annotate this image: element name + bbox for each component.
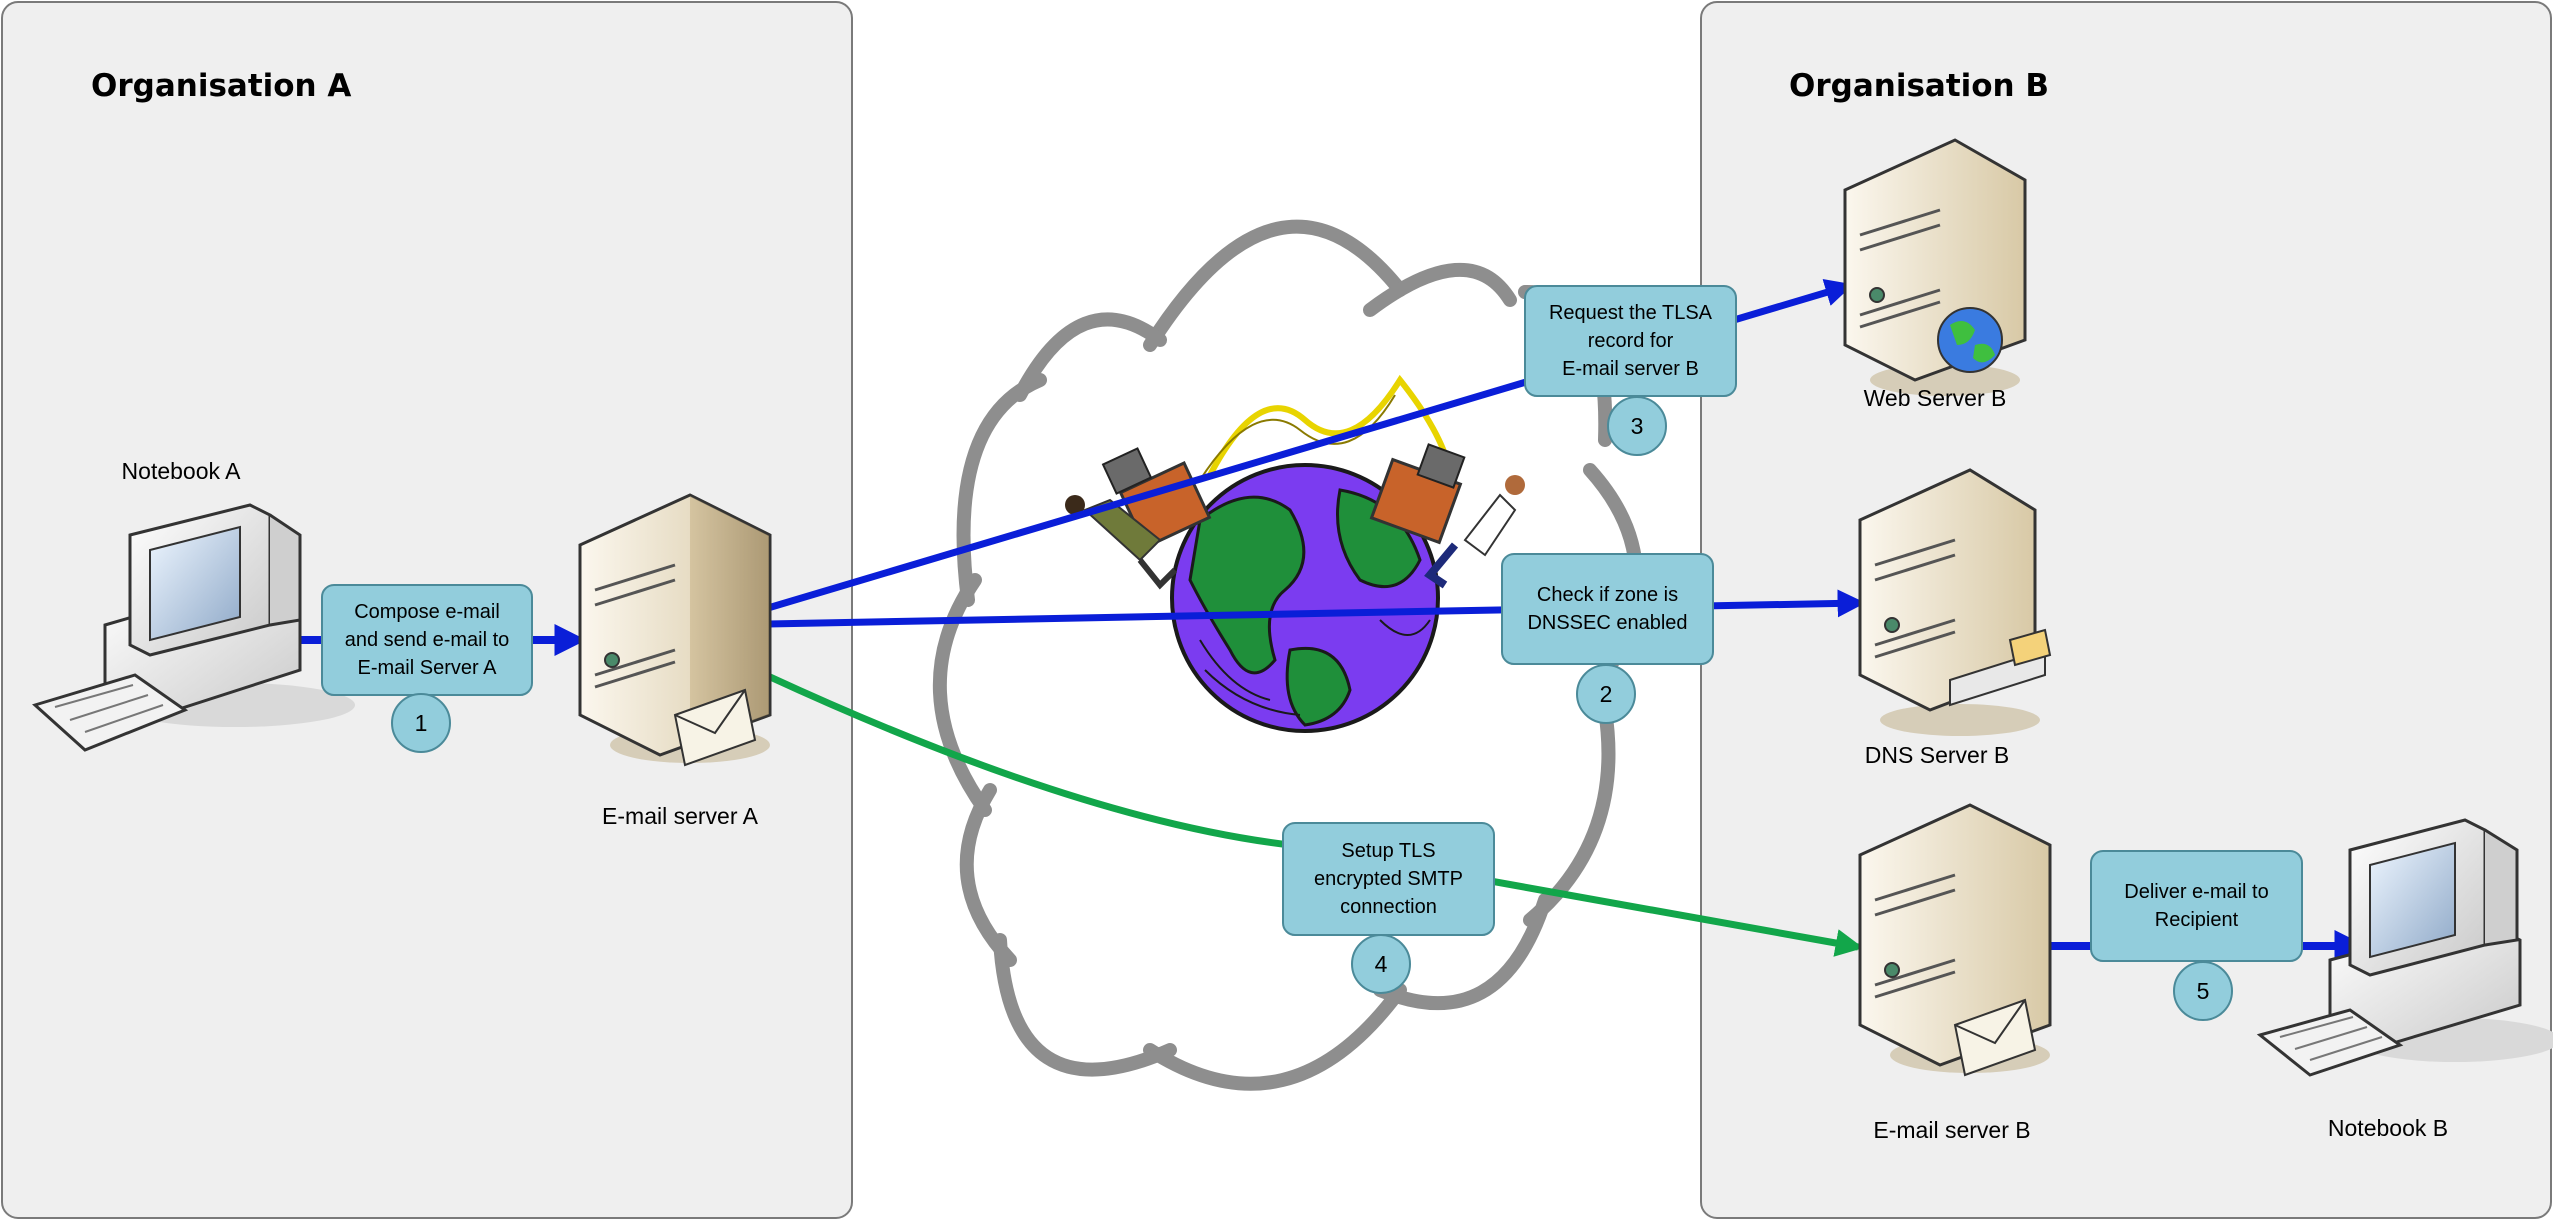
organisation-b-title: Organisation B [1789,68,2050,104]
notebook-b-label: Notebook B [2327,1115,2449,1141]
web-server-b-icon [1843,138,2027,396]
person-right-icon [1369,443,1525,589]
dns-server-b-label: DNS Server B [1864,742,2010,768]
notebook-b-icon [2256,818,2553,1077]
email-server-a-icon [578,493,772,767]
globe-icon [1065,374,1525,733]
notebook-a-label: Notebook A [121,458,241,484]
organisation-a-title: Organisation A [91,68,352,104]
step-2-number: 2 [1576,664,1636,724]
person-left-icon [1065,447,1212,590]
email-server-b-label: E-mail server B [1873,1117,2031,1143]
email-server-a-label: E-mail server A [602,803,758,829]
step-3-box: Request the TLSA record for E-mail serve… [1524,285,1737,397]
step-3-number: 3 [1607,396,1667,456]
dns-server-b-icon [1858,468,2052,736]
step-1-box: Compose e-mail and send e-mail to E-mail… [321,584,533,696]
step-2-box: Check if zone is DNSSEC enabled [1501,553,1714,665]
step-4-number: 4 [1351,934,1411,994]
step-4-box: Setup TLS encrypted SMTP connection [1282,822,1495,936]
step-1-number: 1 [391,693,451,753]
internet-cloud-icon [932,219,1644,1091]
email-server-b-icon [1858,803,2052,1077]
notebook-a-icon [32,503,355,752]
step-5-box: Deliver e-mail to Recipient [2090,850,2303,962]
web-server-b-label: Web Server B [1863,385,2007,411]
step-5-number: 5 [2173,961,2233,1021]
